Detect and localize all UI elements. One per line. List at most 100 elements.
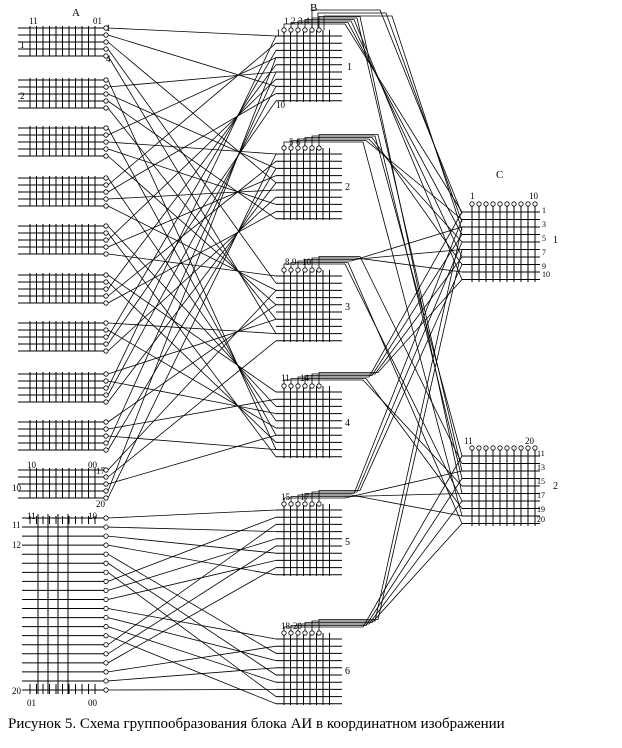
c-block-label: 1 <box>470 191 475 201</box>
b-block-label: 6 <box>296 137 301 147</box>
wire <box>318 249 463 633</box>
terminal-dot <box>281 383 287 389</box>
a-label: 2 <box>20 91 25 101</box>
wire <box>107 127 277 436</box>
a-label: 00 <box>88 698 98 708</box>
terminal-dot <box>295 383 301 389</box>
terminal-dot <box>103 596 109 603</box>
wire <box>107 48 277 284</box>
b-block-label: 3 <box>298 16 303 26</box>
terminal-dot <box>295 630 301 636</box>
terminal-dot <box>103 39 109 45</box>
terminal-dot <box>103 392 109 398</box>
terminal-dot <box>316 383 322 389</box>
wire <box>107 225 277 407</box>
terminal-dot <box>103 237 109 243</box>
terminal-dot <box>103 669 109 675</box>
wire <box>283 470 463 504</box>
terminal-dot <box>309 630 315 636</box>
c-block-label: 9 <box>542 262 546 271</box>
wire <box>107 160 277 297</box>
wire <box>107 107 277 320</box>
c-block-label: 20 <box>537 515 545 524</box>
wire <box>107 155 277 306</box>
terminal-dot <box>288 27 294 33</box>
terminal-dot <box>476 445 482 451</box>
terminal-dot <box>469 201 475 207</box>
wire <box>107 57 277 492</box>
terminal-dot <box>103 371 109 377</box>
terminal-dot <box>103 244 109 250</box>
terminal-dot <box>511 445 517 451</box>
terminal-dot <box>103 488 109 494</box>
b-block-label: 18 <box>281 621 291 631</box>
b-block-label: 5 <box>289 137 294 147</box>
wire <box>107 435 277 450</box>
terminal-dot <box>511 201 517 207</box>
wire <box>107 304 277 423</box>
wire <box>107 168 277 451</box>
terminal-dot <box>103 139 109 145</box>
c-block-label: 19 <box>537 505 545 514</box>
wire <box>297 20 463 258</box>
terminal-dot <box>281 501 287 507</box>
wire <box>290 478 463 633</box>
terminal-dot <box>103 447 109 453</box>
wire <box>107 535 277 554</box>
terminal-dot <box>302 501 308 507</box>
terminal-dot <box>504 445 510 451</box>
terminal-dot <box>103 614 109 621</box>
wire <box>107 86 277 396</box>
terminal-dot <box>103 474 109 480</box>
wire <box>107 567 277 664</box>
terminal-dot <box>103 230 109 236</box>
a-label: 4 <box>106 54 111 64</box>
terminal-dot <box>295 267 301 273</box>
b-block-label: 2 <box>291 16 296 26</box>
figure-caption: Рисунок 5. Схема группообразования блока… <box>8 716 505 732</box>
terminal-dot <box>103 84 109 90</box>
b-block-number: 4 <box>345 418 350 429</box>
wire <box>290 262 463 524</box>
terminal-dot <box>103 660 109 666</box>
terminal-dot <box>490 445 496 451</box>
a-label: 11 <box>27 511 36 521</box>
terminal-dot <box>103 569 109 575</box>
c-block-label: 10 <box>542 270 550 279</box>
terminal-dot <box>103 279 109 285</box>
terminal-dot <box>532 445 538 451</box>
wire <box>107 34 277 87</box>
wire <box>283 455 463 633</box>
wire <box>107 93 277 193</box>
terminal-dot <box>295 27 301 33</box>
terminal-dot <box>103 98 109 104</box>
terminal-dot <box>103 651 109 657</box>
wire <box>283 263 463 502</box>
terminal-dot <box>103 624 109 630</box>
c-block-label: 17 <box>537 491 545 500</box>
c-block-label: 5 <box>542 234 546 243</box>
wire <box>311 226 463 633</box>
a-label: 10 <box>27 460 37 470</box>
b-block-label: 10 <box>276 100 286 110</box>
wire <box>311 241 463 504</box>
terminal-dot <box>103 578 109 584</box>
wire <box>107 71 277 88</box>
terminal-dot <box>316 267 322 273</box>
terminal-dot <box>103 587 109 594</box>
terminal-dot <box>316 630 322 636</box>
a-label: 20 <box>96 499 106 509</box>
wire <box>318 256 463 464</box>
terminal-dot <box>103 426 109 432</box>
terminal-dot <box>103 481 109 487</box>
terminal-dot <box>518 445 524 451</box>
wire <box>304 219 463 504</box>
connection-lines <box>107 9 463 705</box>
b-block-label: 15 <box>281 492 291 502</box>
terminal-dot <box>281 267 287 273</box>
b-block-label: 9 <box>292 257 297 267</box>
b-block-label: 8 <box>285 257 290 267</box>
terminal-dot <box>103 251 109 257</box>
c-block-label: 3 <box>542 220 546 229</box>
